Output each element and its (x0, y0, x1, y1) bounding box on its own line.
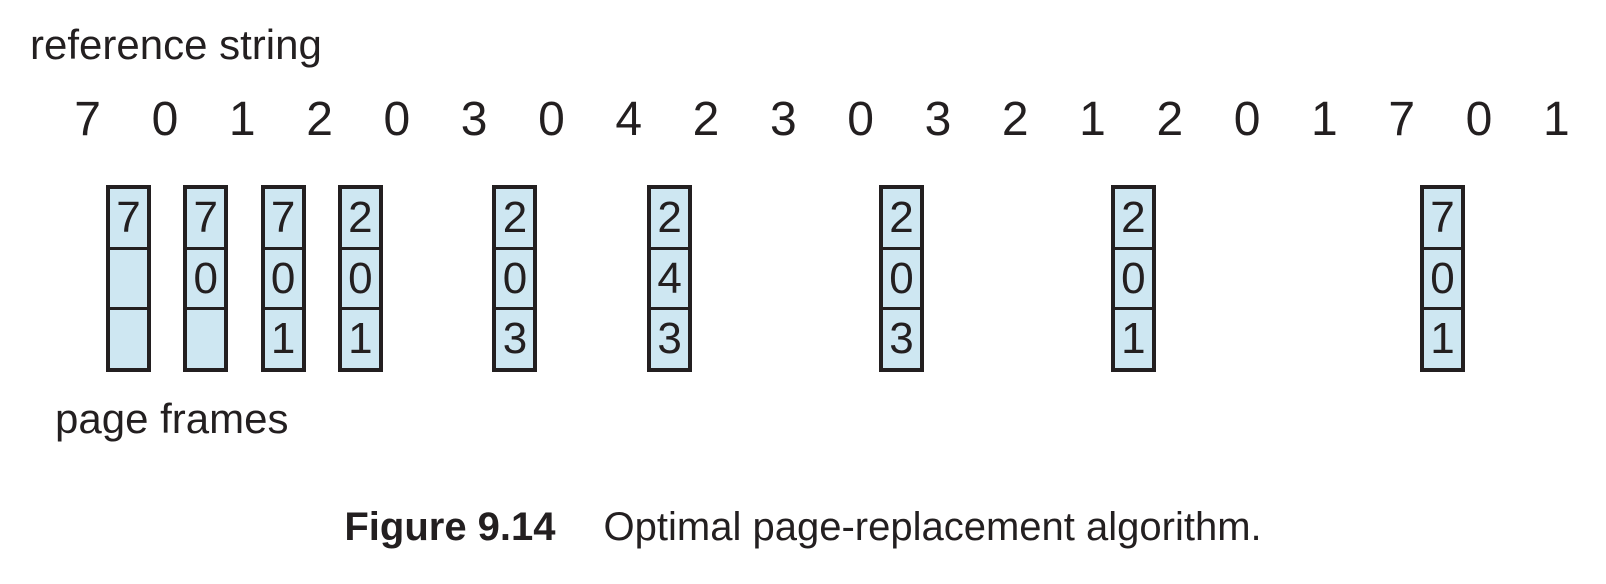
figure-caption-text: Optimal page-replacement algorithm. (603, 505, 1262, 549)
frame-cell: 0 (882, 246, 920, 308)
frame-cell: 7 (193, 192, 219, 242)
frame-cell: 1 (341, 307, 379, 368)
reference-number: 1 (1542, 93, 1570, 146)
reference-number: 1 (228, 93, 256, 146)
frame-slot: 2 0 3 (822, 185, 924, 372)
reference-number: 2 (1156, 93, 1184, 146)
frame-slot: 7 0 1 (204, 185, 306, 372)
reference-number: 7 (74, 93, 101, 146)
frame-cell: 1 (1114, 307, 1152, 368)
reference-number: 0 (847, 93, 874, 146)
reference-string-row: 7 0 1 2 0 3 0 4 2 3 0 3 2 1 2 0 1 7 0 1 (49, 96, 1595, 144)
frame-slot: 2 0 1 (1054, 185, 1156, 372)
frame-slot (358, 185, 435, 372)
frame-cell (110, 307, 147, 368)
reference-number: 0 (1465, 93, 1493, 146)
figure-number: Figure 9.14 (344, 505, 556, 549)
frame-slot (745, 185, 822, 372)
frame-slot (1518, 185, 1595, 372)
frame-cell: 2 (1121, 192, 1146, 242)
frame-cell: 3 (882, 307, 920, 368)
reference-number: 2 (692, 93, 720, 146)
frame-slot (1208, 185, 1285, 372)
reference-number: 4 (615, 93, 643, 146)
frame-column: 2 0 1 (337, 185, 383, 372)
frame-slot: 2 4 3 (590, 185, 693, 372)
frame-column: 2 0 3 (492, 185, 538, 372)
frame-column: 2 4 3 (647, 185, 693, 372)
reference-number: 3 (460, 93, 488, 146)
frame-slot: 2 0 3 (435, 185, 538, 372)
reference-number: 0 (538, 93, 565, 146)
frame-cell: 7 (116, 192, 141, 242)
frame-cell: 2 (657, 192, 682, 242)
frame-slot: 2 0 1 (281, 185, 383, 372)
frame-slot (977, 185, 1054, 372)
frame-cell: 1 (1424, 307, 1462, 368)
frame-slot (1131, 185, 1208, 372)
frame-column: 2 0 3 (878, 185, 924, 372)
frame-slot (1440, 185, 1517, 372)
frame-cell: 7 (270, 192, 296, 242)
frame-cell (187, 307, 225, 368)
reference-number: 0 (1233, 93, 1261, 146)
reference-number: 1 (1311, 93, 1338, 146)
frame-cell: 4 (651, 246, 689, 308)
frame-slot (899, 185, 976, 372)
frame-cell: 0 (187, 246, 225, 308)
frame-column: 7 0 1 (260, 185, 306, 372)
frame-slot (1286, 185, 1363, 372)
frame-cell: 1 (264, 307, 302, 368)
frame-slot: 7 (49, 185, 151, 372)
reference-number: 1 (1079, 93, 1106, 146)
frame-column: 2 0 1 (1110, 185, 1156, 372)
frame-cell: 0 (264, 246, 302, 308)
reference-number: 3 (924, 93, 952, 146)
frame-slot: 7 0 (126, 185, 229, 372)
frame-cell: 0 (496, 246, 534, 308)
reference-number: 2 (306, 93, 333, 146)
frame-slot: 7 0 1 (1363, 185, 1466, 372)
reference-number: 0 (151, 93, 179, 146)
frame-column: 7 0 1 (1420, 185, 1466, 372)
frame-cell: 0 (341, 246, 379, 308)
frame-slot (667, 185, 744, 372)
frame-cell: 2 (348, 192, 373, 242)
frame-column: 7 (106, 185, 151, 372)
page-frames-label: page frames (55, 395, 289, 442)
frame-column: 7 0 (183, 185, 229, 372)
frame-cell: 7 (1430, 192, 1455, 242)
frame-cell: 3 (651, 307, 689, 368)
figure-caption: Figure 9.14 Optimal page-replacement algo… (0, 504, 1606, 550)
frame-cell: 0 (1424, 246, 1462, 308)
frame-slot (513, 185, 590, 372)
page-frames-row: 7 7 0 7 0 1 2 0 1 (49, 185, 1595, 372)
reference-string-label: reference string (30, 21, 322, 68)
reference-number: 7 (1388, 93, 1416, 146)
reference-number: 2 (1001, 93, 1029, 146)
frame-cell: 0 (1114, 246, 1152, 308)
frame-cell: 3 (496, 307, 534, 368)
reference-number: 3 (769, 93, 797, 146)
frame-cell (110, 246, 147, 308)
frame-cell: 2 (889, 192, 914, 242)
reference-number: 0 (383, 93, 411, 146)
frame-cell: 2 (502, 192, 528, 242)
